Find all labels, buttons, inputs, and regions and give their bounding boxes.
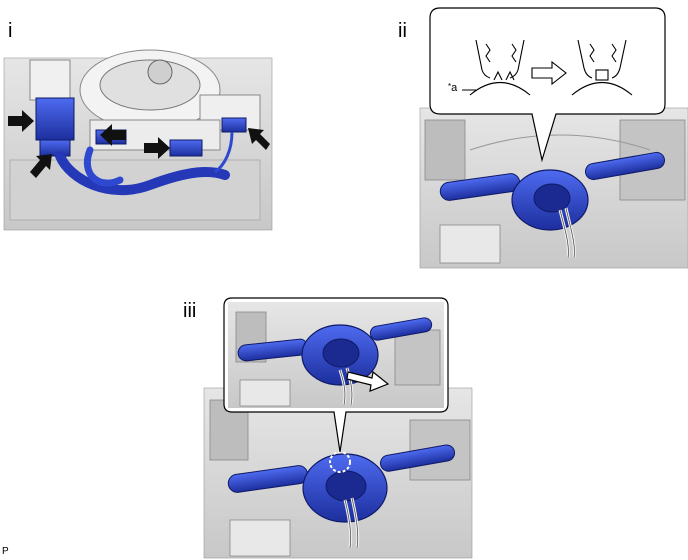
corner-code: P bbox=[2, 546, 9, 557]
arrow-icon bbox=[346, 370, 390, 392]
panel-label-iii: iii bbox=[183, 300, 197, 322]
panel-iii-illustration bbox=[203, 297, 473, 559]
panel-i-illustration bbox=[3, 49, 273, 231]
callout-label-prefix: * bbox=[448, 82, 452, 91]
panel-ii-illustration bbox=[419, 7, 688, 269]
panel-label-i: i bbox=[8, 20, 13, 42]
callout-label-a: *a bbox=[448, 82, 457, 94]
right-arrow-icon bbox=[531, 60, 567, 86]
callout-label-letter: a bbox=[451, 82, 458, 94]
arrow-icon bbox=[8, 110, 270, 178]
panel-label-ii: ii bbox=[398, 20, 407, 42]
